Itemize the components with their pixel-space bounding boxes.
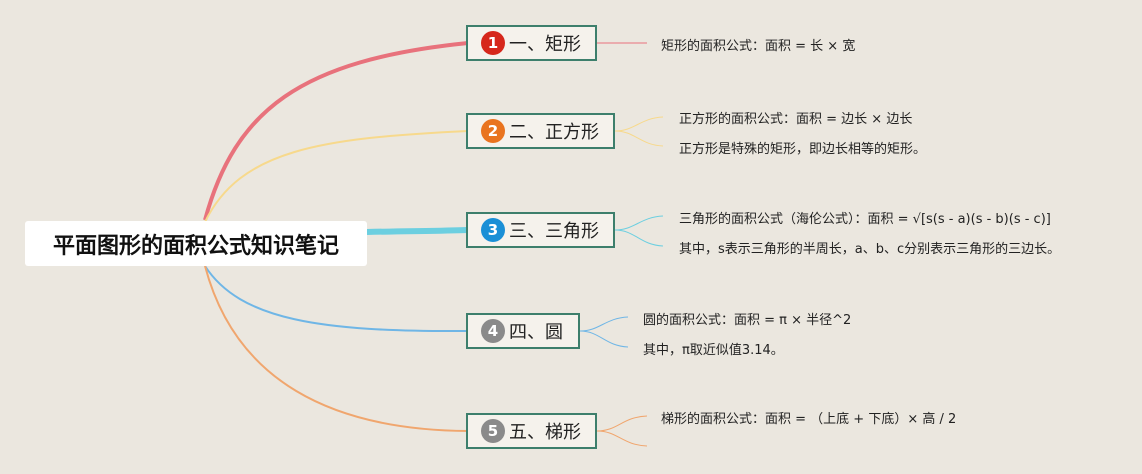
note-square-description: 正方形是特殊的矩形，即边长相等的矩形。 — [679, 142, 927, 157]
connector-note-3-2 — [614, 229, 664, 247]
connector-branch-1 — [203, 41, 469, 221]
connector-branch-3 — [366, 227, 469, 235]
root-topic[interactable]: 平面图形的面积公式知识笔记 — [25, 221, 367, 266]
connector-note-5-2 — [596, 430, 648, 447]
branch-label: 四、圆 — [509, 322, 563, 343]
number-badge-icon: 4 — [481, 319, 505, 343]
branch-rectangle[interactable]: 1 一、矩形 — [466, 25, 597, 61]
branch-trapezoid[interactable]: 5 五、梯形 — [466, 413, 597, 449]
branch-square[interactable]: 2 二、正方形 — [466, 113, 615, 149]
number-badge-icon: 1 — [481, 31, 505, 55]
connector-note-5-1 — [596, 415, 648, 432]
branch-label: 一、矩形 — [509, 34, 581, 55]
number-badge-icon: 3 — [481, 218, 505, 242]
connector-note-3-1 — [614, 215, 664, 231]
connector-note-4-1 — [579, 316, 629, 332]
number-badge-icon: 5 — [481, 419, 505, 443]
note-square-formula: 正方形的面积公式：面积 = 边长 × 边长 — [679, 112, 913, 127]
connector-branch-5 — [204, 265, 469, 432]
root-title: 平面图形的面积公式知识笔记 — [52, 233, 339, 259]
branch-label: 二、正方形 — [509, 122, 599, 143]
branch-label: 五、梯形 — [509, 422, 581, 443]
note-circle-formula: 圆的面积公式：面积 = π × 半径^2 — [643, 313, 852, 328]
connector-branch-2 — [204, 130, 469, 223]
note-rectangle-formula: 矩形的面积公式：面积 = 长 × 宽 — [661, 39, 856, 54]
note-circle-description: 其中，π取近似值3.14。 — [643, 343, 784, 358]
connector-note-4-2 — [579, 330, 629, 348]
connector-note-2-1 — [614, 116, 664, 132]
note-trapezoid-formula: 梯形的面积公式：面积 = （上底 + 下底）× 高 / 2 — [661, 412, 957, 427]
branch-triangle[interactable]: 3 三、三角形 — [466, 212, 615, 248]
connector-note-2-2 — [614, 130, 664, 147]
branch-label: 三、三角形 — [509, 221, 599, 242]
note-triangle-formula: 三角形的面积公式（海伦公式）：面积 = √[s(s - a)(s - b)(s … — [679, 212, 1051, 227]
branch-circle[interactable]: 4 四、圆 — [466, 313, 580, 349]
number-badge-icon: 2 — [481, 119, 505, 143]
connector-branch-4 — [204, 265, 469, 333]
note-triangle-description: 其中，s表示三角形的半周长，a、b、c分别表示三角形的三边长。 — [679, 242, 1061, 257]
